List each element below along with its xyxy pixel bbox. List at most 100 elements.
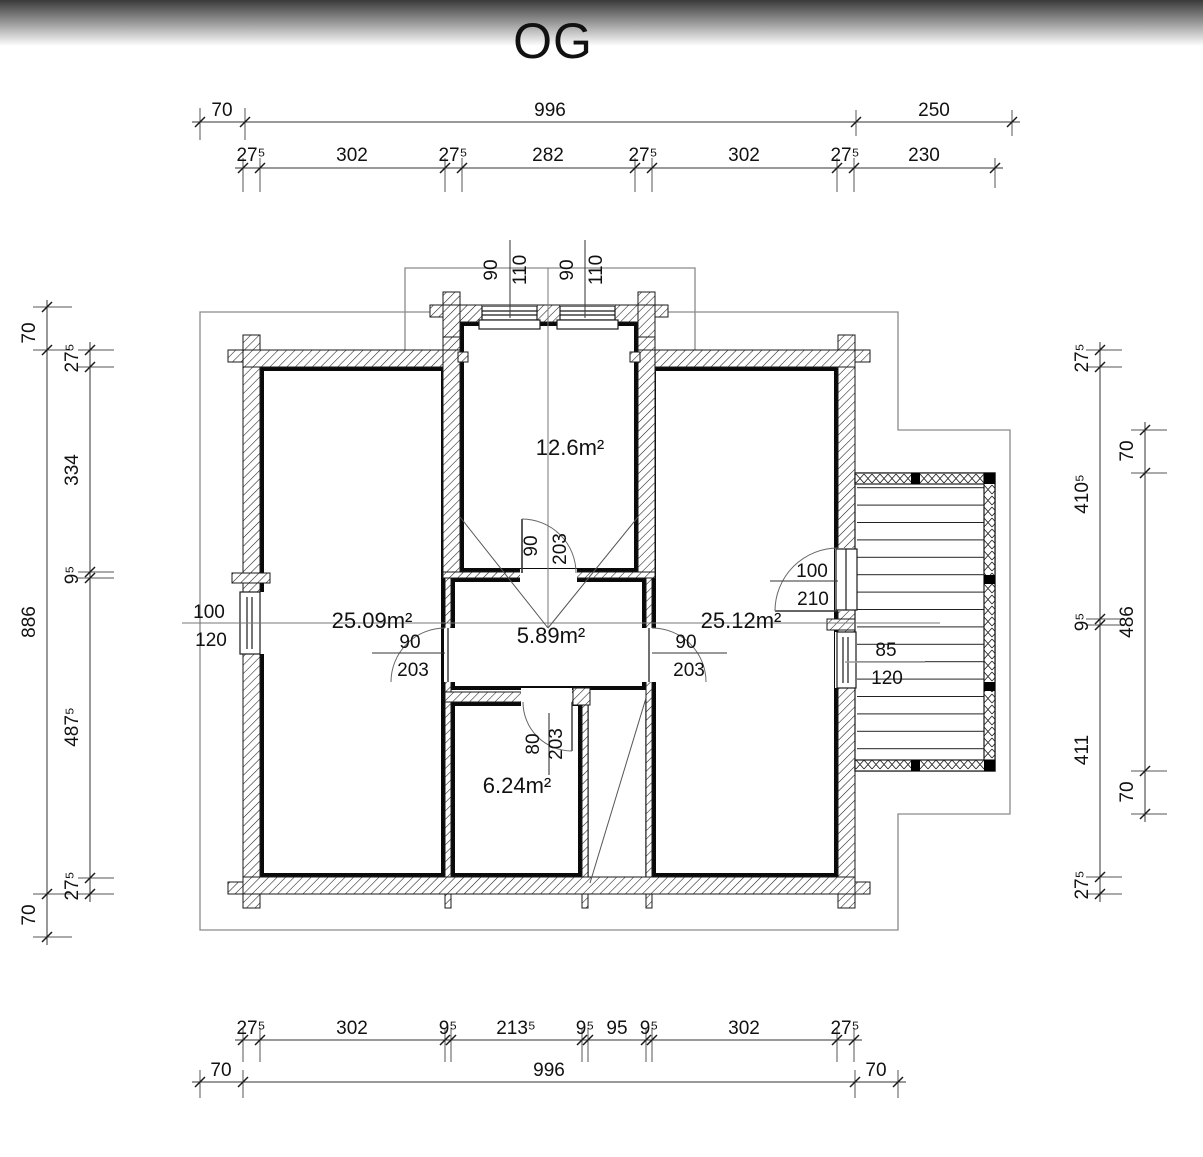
dim-label: 486 — [1117, 606, 1138, 638]
dormer-window-2-width: 90 — [557, 259, 578, 280]
dim-label: 27⁵ — [628, 145, 657, 166]
balcony-railing-right — [983, 472, 996, 772]
wall-dormer-top — [442, 304, 656, 323]
hall-post — [572, 687, 591, 706]
dim-label: 996 — [533, 1060, 565, 1081]
window-left-width: 100 — [193, 602, 225, 623]
dim-label: 302 — [336, 1018, 368, 1039]
window-right-height: 120 — [871, 668, 903, 689]
dim-label: 410⁵ — [1072, 474, 1093, 514]
balcony — [854, 472, 996, 772]
window-left-height: 120 — [195, 630, 227, 651]
dim-label: 27⁵ — [830, 1018, 859, 1039]
room-left — [260, 367, 445, 877]
door-bottom-width: 80 — [523, 733, 544, 754]
opening-door-left — [444, 628, 456, 682]
room-label-left: 25.09m² — [332, 608, 413, 633]
dim-label: 302 — [336, 145, 368, 166]
dim-label: 27⁵ — [438, 145, 467, 166]
room-label-right: 25.12m² — [701, 608, 782, 633]
top-gradient-bar — [0, 0, 1203, 46]
dim-label: 282 — [532, 145, 564, 166]
dim-label: 70 — [19, 904, 40, 925]
door-right-width: 90 — [675, 632, 696, 653]
dormer-window-1-width: 90 — [481, 259, 502, 280]
balcony-railing-posts — [911, 473, 995, 771]
room-right — [652, 367, 838, 877]
dim-label: 70 — [210, 1060, 231, 1081]
window-right-width: 85 — [875, 640, 896, 661]
dim-label: 27⁵ — [62, 343, 83, 372]
dim-label: 302 — [728, 145, 760, 166]
dormer-window-2-height: 110 — [586, 255, 607, 285]
dim-label: 9⁵ — [1072, 613, 1093, 631]
dim-labels-right: 27⁵ 410⁵ 9⁵ 411 27⁵ 70 486 70 — [1072, 343, 1138, 899]
dim-label: 70 — [1117, 781, 1138, 802]
dim-label: 9⁵ — [439, 1018, 457, 1039]
left-wall-tie-stub — [231, 572, 271, 584]
dim-labels-top: 70 996 250 27⁵ 302 27⁵ 282 27⁵ 302 27⁵ 2… — [211, 100, 949, 166]
door-left-width: 90 — [399, 632, 420, 653]
dim-label: 27⁵ — [830, 145, 859, 166]
rooms — [260, 322, 838, 877]
dim-label: 302 — [728, 1018, 760, 1039]
stair-lines — [459, 516, 647, 884]
dim-label: 886 — [19, 606, 40, 638]
wall-interior-vertical-mid — [581, 695, 589, 878]
dim-label: 27⁵ — [1072, 343, 1093, 372]
dim-label: 213⁵ — [496, 1018, 536, 1039]
door-right-height: 203 — [673, 660, 705, 681]
opening-labels: 90 110 90 110 90 203 90 203 90 203 80 20… — [193, 255, 903, 760]
wall-exterior-top-right — [637, 349, 856, 368]
dim-label: 70 — [1117, 440, 1138, 461]
dim-label: 70 — [211, 100, 232, 121]
window-right-frame — [836, 631, 857, 689]
door-top-width: 90 — [521, 535, 542, 556]
dim-label: 27⁵ — [1072, 870, 1093, 899]
reference-lines — [182, 268, 940, 628]
door-bottom-height: 203 — [546, 728, 567, 760]
dormer-window-2-frame — [559, 305, 616, 321]
dormer-window-2-sill — [556, 319, 619, 330]
dim-label: 230 — [908, 145, 940, 166]
dim-label: 250 — [918, 100, 950, 121]
dim-label: 487⁵ — [62, 707, 83, 747]
opening-door-bottom — [521, 688, 572, 706]
dormer-window-1-sill — [478, 319, 541, 330]
dim-labels-left: 70 886 70 27⁵ 334 9⁵ 487⁵ 27⁵ — [19, 322, 83, 925]
room-label-top-center: 12.6m² — [536, 435, 604, 460]
dim-label: 27⁵ — [62, 871, 83, 900]
dim-label: 9⁵ — [62, 566, 83, 584]
dim-label: 411 — [1072, 735, 1093, 765]
dim-label: 95 — [606, 1018, 627, 1039]
dormer-window-1-height: 110 — [510, 255, 531, 285]
dim-labels-bottom: 27⁵ 302 9⁵ 213⁵ 9⁵ 95 9⁵ 302 27⁵ 70 996 … — [210, 1018, 886, 1081]
balcony-railing-top — [854, 472, 996, 485]
balcony-railing-bottom — [854, 759, 996, 772]
room-label-center: 5.89m² — [517, 623, 585, 648]
room-bottom-center — [451, 702, 582, 877]
log-corner-stubs — [227, 291, 871, 909]
door-balcony-height: 210 — [797, 589, 829, 610]
dim-label: 27⁵ — [236, 1018, 265, 1039]
dim-label: 334 — [62, 454, 83, 486]
door-left-symbol — [372, 627, 449, 683]
room-label-bottom-center: 6.24m² — [483, 773, 551, 798]
door-bottom-symbol — [522, 701, 573, 775]
door-top-height: 203 — [550, 533, 571, 565]
dim-extension-lines — [33, 108, 1167, 1098]
dim-label: 70 — [19, 322, 40, 343]
dim-label: 9⁵ — [576, 1018, 594, 1039]
wall-exterior-top-left — [242, 349, 461, 368]
dim-label: 9⁵ — [640, 1018, 658, 1039]
door-symbols — [372, 240, 925, 775]
page-title: OG — [513, 13, 593, 69]
door-top-symbol — [521, 518, 577, 574]
dim-tick-marks — [41, 116, 1151, 1088]
wall-exterior-bottom — [242, 876, 856, 895]
dimension-chains — [33, 108, 1167, 1098]
door-balcony-width: 100 — [796, 561, 828, 582]
dim-label: 70 — [865, 1060, 886, 1081]
